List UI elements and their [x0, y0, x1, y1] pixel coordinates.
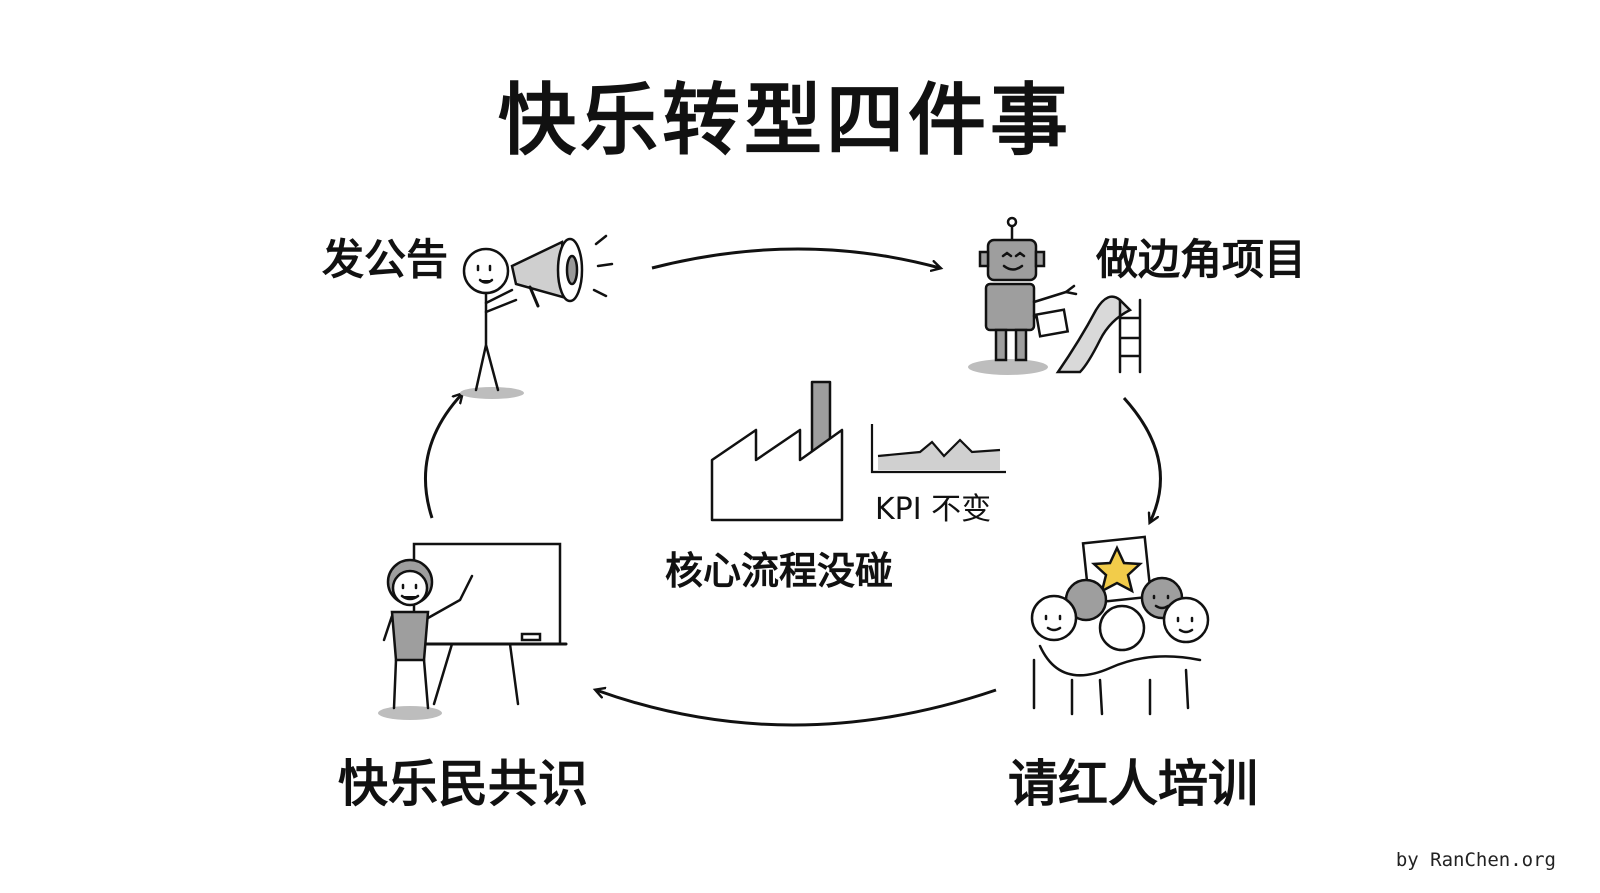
- kpi-label: KPI 不变: [875, 492, 992, 527]
- factory-icon: [710, 380, 844, 522]
- megaphone-person-icon: [460, 234, 614, 399]
- arrow-consensus-to-announce: [424, 394, 462, 519]
- step-announce-label: 发公告: [322, 235, 449, 284]
- core-process-label: 核心流程没碰: [665, 549, 894, 593]
- arrow-announce-to-side: [651, 247, 940, 268]
- arrow-training-to-consensus: [596, 690, 997, 727]
- arrow-side-to-training: [1122, 396, 1162, 522]
- step-celebrity-training-label: 请红人培训: [1008, 755, 1258, 813]
- credit-text: by RanChen.org: [1395, 849, 1556, 871]
- teacher-whiteboard-icon: [378, 542, 568, 720]
- robot-slide-icon: [968, 216, 1142, 375]
- step-happy-consensus-label: 快乐民共识: [338, 755, 588, 813]
- group-hug-star-icon: [1030, 535, 1210, 716]
- flat-line-chart-icon: [870, 424, 1006, 474]
- step-side-project-label: 做边角项目: [1096, 235, 1307, 284]
- page-title: 快乐转型四件事: [497, 76, 1072, 166]
